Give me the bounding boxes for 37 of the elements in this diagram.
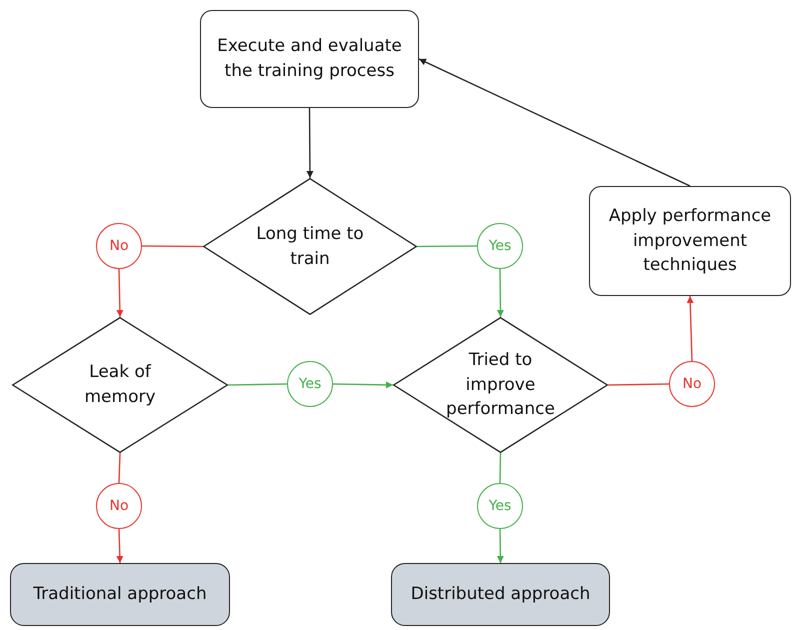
arrow	[496, 269, 504, 317]
connector-line	[608, 383, 670, 386]
connector-line	[228, 383, 288, 386]
decision-label-circle	[96, 223, 142, 269]
node-text: Tried to improve performance	[445, 349, 556, 422]
decision-label-circle	[96, 483, 142, 529]
arrow	[418, 58, 690, 187]
node-text: No	[682, 374, 702, 394]
node-text: Apply performance improvement techniques	[608, 205, 772, 278]
node-text: Execute and evaluate the training process	[216, 35, 403, 83]
arrow	[332, 381, 394, 388]
decision-label-circle	[477, 483, 523, 529]
arrow	[116, 528, 124, 564]
connector-line	[118, 452, 121, 484]
decision-label-circle	[287, 361, 333, 407]
terminal-box	[391, 563, 610, 626]
arrow	[686, 296, 694, 362]
arrow	[306, 108, 314, 178]
node-text: Yes	[488, 496, 512, 516]
node-text: Distributed approach	[410, 583, 590, 606]
decision-label-circle	[669, 361, 715, 407]
connector-line	[417, 245, 477, 248]
node-text: No	[109, 496, 129, 516]
arrow	[496, 529, 504, 563]
connector-line	[142, 245, 203, 248]
decision-label-circle	[477, 223, 523, 269]
node-text: Yes	[488, 236, 512, 256]
process-box	[200, 10, 419, 108]
arrow	[116, 268, 124, 318]
process-box	[589, 186, 791, 296]
node-text: Leak of memory	[83, 361, 157, 409]
node-text: Yes	[298, 374, 322, 394]
node-text: No	[109, 236, 129, 256]
connector-line	[499, 452, 502, 484]
node-text: Traditional approach	[33, 583, 207, 606]
node-text: Long time to train	[255, 222, 365, 270]
terminal-box	[10, 563, 230, 626]
